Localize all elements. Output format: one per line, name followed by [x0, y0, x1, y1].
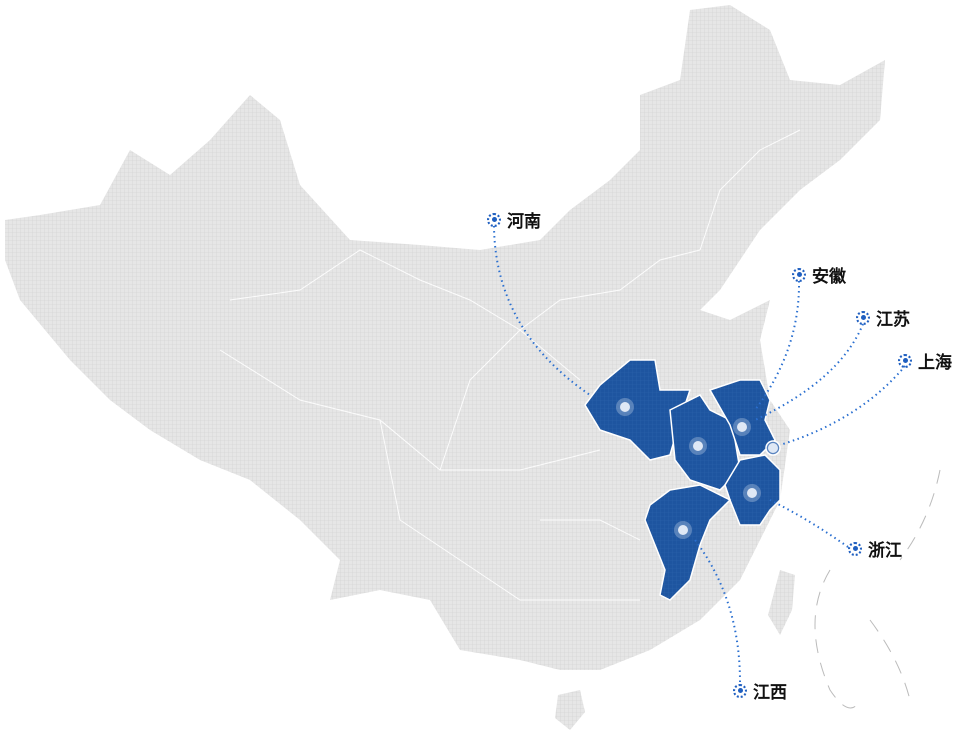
label-jiangxi[interactable]: 江西 [733, 678, 787, 703]
location-dot-icon [733, 683, 747, 698]
hainan-island [555, 690, 585, 730]
taiwan-island [768, 570, 795, 635]
province-jiangsu[interactable] [708, 379, 776, 456]
location-dot-icon [792, 267, 806, 282]
leader-lines [493, 225, 906, 683]
location-dot-icon [856, 310, 870, 325]
label-jiangsu[interactable]: 江苏 [856, 305, 910, 330]
province-borders [219, 129, 801, 601]
label-zhejiang[interactable]: 浙江 [848, 536, 902, 561]
province-markers [616, 398, 778, 539]
location-dot-icon [848, 541, 862, 556]
china-outline [5, 5, 885, 670]
province-jiangxi[interactable] [644, 484, 732, 601]
label-anhui[interactable]: 安徽 [792, 262, 846, 287]
province-anhui[interactable] [669, 394, 741, 491]
sea-boundary-lines [814, 469, 941, 709]
label-shanghai[interactable]: 上海 [898, 348, 952, 373]
location-dot-icon [487, 212, 501, 227]
label-henan[interactable]: 河南 [487, 207, 541, 232]
location-dot-icon [898, 353, 912, 368]
